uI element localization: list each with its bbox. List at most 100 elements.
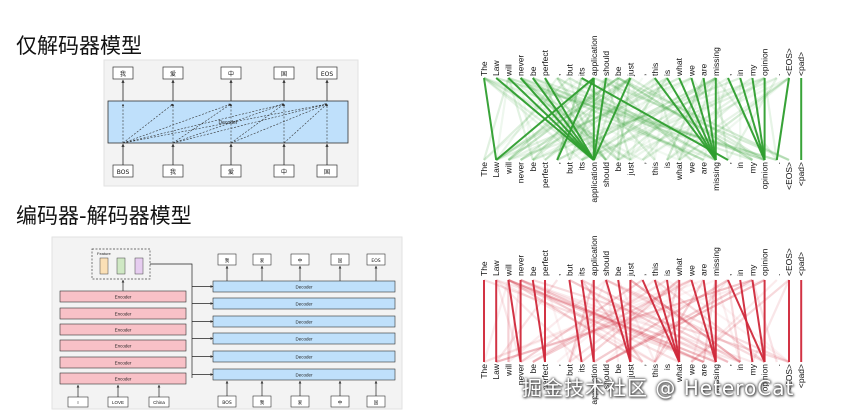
top-faint-link	[495, 77, 510, 161]
top-top-token: <pad>	[796, 52, 806, 76]
bottom-top-token: this	[650, 263, 660, 276]
bottom-bottom-token: missing	[711, 364, 721, 393]
input-token: 国	[324, 169, 330, 176]
bottom-bottom-token: <EOS>	[784, 364, 794, 392]
bottom-strong-link	[690, 279, 717, 363]
bottom-faint-link	[580, 279, 644, 363]
top-strong-link	[495, 77, 595, 161]
decoder-label: Decoder	[295, 285, 313, 290]
bottom-bottom-token: ,	[638, 364, 648, 366]
bottom-top-token: be	[528, 266, 538, 276]
bottom-top-token: in	[735, 269, 745, 276]
bottom-top-token: .	[772, 274, 782, 276]
encoder-decoder-diagram: FeatureEncoderEncoderEncoderEncoderEncod…	[51, 236, 403, 410]
feature-box	[91, 248, 151, 280]
top-top-token: just	[625, 62, 635, 77]
bottom-faint-link	[507, 278, 705, 364]
encoder-layer	[59, 372, 187, 385]
top-attention-panel: TheTheLawLawwillwillneverneverbebeperfec…	[479, 35, 806, 203]
attention-arrow	[172, 103, 232, 144]
bottom-faint-link	[666, 279, 790, 363]
top-faint-link	[556, 77, 607, 161]
top-faint-link	[544, 77, 632, 161]
top-strong-link	[544, 77, 595, 161]
feature-bus	[150, 263, 193, 378]
encoder-layer	[59, 307, 187, 320]
bottom-top-token: its	[577, 268, 587, 277]
bottom-faint-link	[532, 279, 692, 363]
bottom-strong-link	[617, 279, 632, 363]
top-top-token: opinion	[760, 48, 770, 76]
bottom-faint-link	[556, 279, 656, 363]
top-strong-link	[775, 77, 790, 161]
bottom-faint-link	[617, 279, 656, 363]
bottom-strong-link	[580, 279, 595, 363]
top-strong-link	[690, 77, 717, 161]
bottom-top-token: will	[503, 264, 513, 277]
feature-vector	[116, 257, 126, 275]
encoder-label: Encoder	[115, 361, 132, 366]
feature-vector	[99, 257, 109, 275]
bottom-top-token: opinion	[760, 248, 770, 276]
attention-arrow	[172, 103, 285, 144]
bottom-faint-link	[714, 279, 742, 363]
top-faint-link	[653, 77, 681, 161]
top-faint-link	[483, 76, 680, 162]
decoder-label: Decoder	[295, 373, 313, 378]
decoder-label: Decoder	[295, 337, 313, 342]
top-top-token: perfect	[540, 49, 550, 76]
top-faint-link	[495, 77, 559, 161]
output-token: 我	[120, 70, 126, 78]
top-bottom-token: ,	[723, 162, 733, 164]
bottom-faint-link	[507, 279, 607, 363]
top-top-token: never	[516, 55, 526, 76]
top-top-token: missing	[711, 47, 721, 76]
input-token: 爱	[228, 168, 234, 176]
top-top-token: .	[772, 74, 782, 76]
bottom-bottom-token: <pad>	[796, 364, 806, 388]
bottom-faint-link	[568, 279, 595, 363]
attention-arrow	[122, 103, 285, 144]
decoder-output-box	[252, 253, 272, 266]
bottom-bottom-token: Law	[491, 363, 501, 379]
decoder-input: 我	[260, 399, 265, 406]
top-bottom-token: we	[686, 162, 696, 174]
encoder-label: Encoder	[115, 377, 132, 382]
top-faint-link	[483, 77, 583, 161]
bottom-strong-link	[727, 279, 766, 363]
decoder-output-box	[330, 253, 350, 266]
top-faint-link	[556, 77, 620, 161]
top-bottom-token: opinion	[760, 162, 770, 190]
top-strong-link	[507, 77, 595, 161]
bottom-faint-link	[568, 279, 729, 363]
top-faint-link	[556, 77, 692, 161]
encoder-label: Encoder	[115, 328, 132, 333]
bottom-faint-link	[507, 278, 717, 364]
output-token-box	[220, 66, 242, 80]
bottom-faint-link	[726, 279, 742, 363]
bottom-top-token: my	[747, 264, 757, 276]
top-bottom-token: The	[479, 162, 489, 177]
bottom-faint-link	[605, 279, 693, 363]
bottom-top-token: never	[516, 255, 526, 276]
top-strong-link	[483, 77, 498, 161]
encoder-input: I	[77, 400, 78, 405]
top-faint-link	[581, 77, 717, 161]
top-faint-link	[532, 77, 632, 161]
top-faint-link	[507, 77, 547, 161]
output-token-box	[316, 66, 338, 80]
top-bottom-token: ,	[638, 162, 648, 164]
top-faint-link	[605, 77, 693, 161]
decoder-output: EOS	[371, 258, 380, 264]
top-strong-link	[739, 77, 766, 161]
decoder-label: Decoder	[295, 320, 313, 325]
bottom-faint-link	[604, 279, 620, 363]
input-token: 中	[281, 168, 287, 176]
bottom-top-token: ,	[638, 274, 648, 276]
attention-arrow	[172, 103, 328, 144]
top-top-token: should	[601, 51, 611, 76]
bottom-faint-link	[532, 279, 668, 363]
bottom-faint-link	[519, 279, 644, 363]
